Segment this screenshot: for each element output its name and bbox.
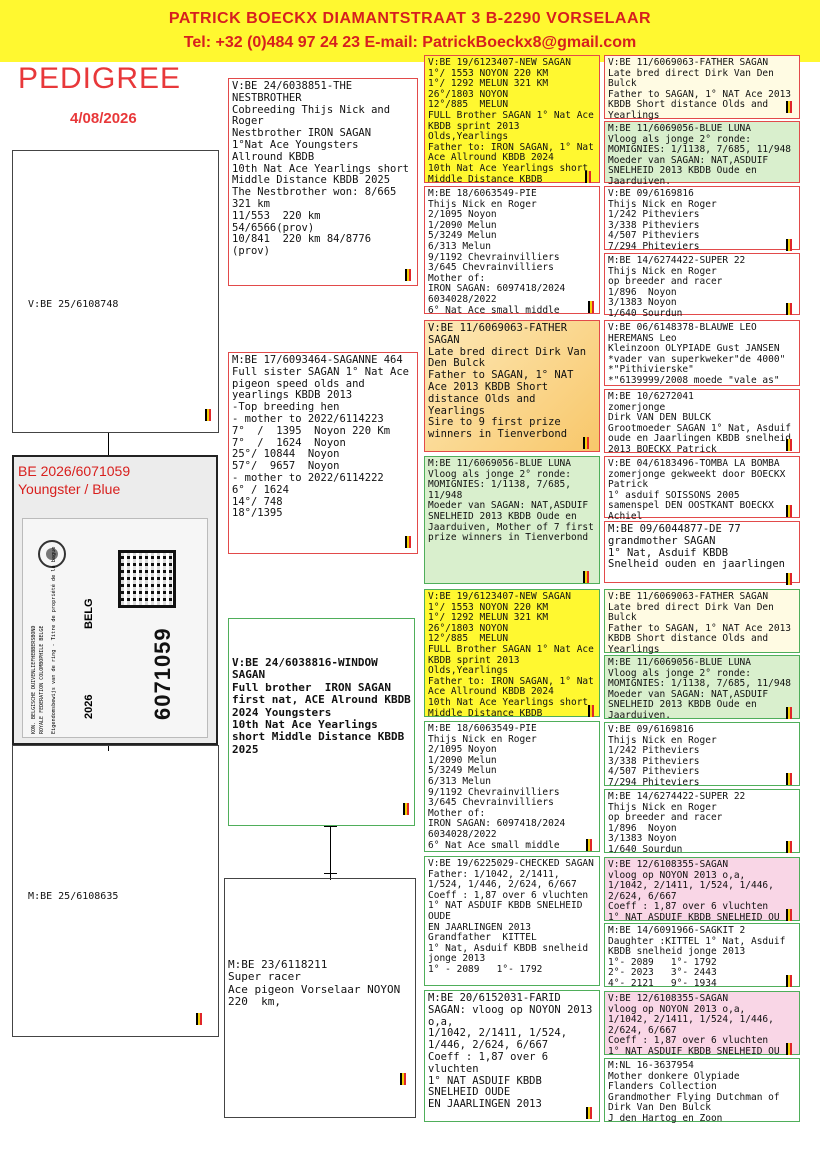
pedigree-box-4-16[interactable]: M:NL 16-3637954 Mother donkere Olypiade … — [604, 1058, 800, 1124]
breeder-contact: Tel: +32 (0)484 97 24 23 E-mail: Patrick… — [183, 34, 637, 51]
pedigree-box-4-7[interactable]: V:BE 04/6183496-TOMBA LA BOMBA zomerjong… — [604, 456, 800, 522]
pedigree-box-4-6[interactable]: M:BE 10/6272041 zomerjonge Dirk VAN DEN … — [604, 389, 800, 455]
pedigree-box-4-14[interactable]: M:BE 14/6091966-SAGKIT 2 Daughter :KITTE… — [604, 923, 800, 989]
pedigree-box-4-1[interactable]: V:BE 11/6069063-FATHER SAGAN Late bred d… — [604, 55, 800, 121]
belgian-flag-icon — [786, 704, 793, 719]
dam-box[interactable]: M:BE 25/6108635 — [12, 745, 219, 1037]
pedigree-box-4-13[interactable]: V:BE 12/6108355-SAGAN vloog op NOYON 201… — [604, 857, 800, 923]
belgian-flag-icon — [585, 168, 592, 183]
pedigree-box-3f[interactable]: M:BE 18/6063549-PIE Thijs Nick en Roger … — [424, 721, 600, 852]
pedigree-box-sd[interactable]: M:BE 17/6093464-SAGANNE 464 Full sister … — [228, 352, 418, 554]
pedigree-box-4-3[interactable]: V:BE 09/6169816 Thijs Nick en Roger 1/24… — [604, 186, 800, 252]
pedigree-box-ds[interactable]: V:BE 24/6038816-WINDOW SAGAN Full brothe… — [228, 618, 415, 826]
connector-line — [108, 432, 109, 456]
ring-year: 2026 — [83, 694, 95, 719]
belgian-flag-icon — [405, 266, 412, 281]
pedigree-box-4-10[interactable]: M:BE 11/6069056-BLUE LUNA Vloog als jong… — [604, 655, 800, 721]
dam-ring: M:BE 25/6108635 — [28, 890, 119, 902]
pedigree-box-4-8[interactable]: M:BE 09/6044877-DE 77 grandmother SAGAN … — [604, 521, 800, 583]
page-title: PEDIGREE — [18, 62, 182, 95]
breeder-address: PATRICK BOECKX DIAMANTSTRAAT 3 B-2290 VO… — [168, 10, 652, 27]
belgian-flag-icon — [403, 800, 410, 815]
belgian-flag-icon — [405, 533, 412, 548]
pedigree-box-4-2[interactable]: M:BE 11/6069056-BLUE LUNA Vloog als jong… — [604, 121, 800, 187]
belgian-flag-icon — [586, 836, 593, 851]
sire-box[interactable]: V:BE 25/6108748 — [12, 150, 219, 433]
sire-ring: V:BE 25/6108748 — [28, 298, 119, 310]
connector-line — [324, 873, 337, 874]
belgian-flag-icon — [786, 838, 793, 853]
pedigree-box-3b[interactable]: M:BE 18/6063549-PIE Thijs Nick en Roger … — [424, 186, 600, 315]
bird-ring-title: BE 2026/6071059 Youngster / Blue — [18, 462, 130, 498]
belgian-flag-icon — [400, 1070, 407, 1085]
pedigree-box-4-15[interactable]: V:BE 12/6108355-SAGAN vloog op NOYON 201… — [604, 991, 800, 1057]
belgian-flag-icon — [586, 1104, 593, 1119]
qr-code-icon — [118, 550, 176, 608]
pedigree-box-4-11[interactable]: V:BE 09/6169816 Thijs Nick en Roger 1/24… — [604, 722, 800, 788]
ring-federation-nl: KON. BELGISCHE DUIVENLIEFHEBBERSBOND — [31, 625, 37, 734]
pedigree-date: 4/08/2026 — [70, 110, 137, 127]
belgian-flag-icon — [583, 434, 590, 449]
pedigree-box-3e[interactable]: V:BE 19/6123407-NEW SAGAN 1°/ 1553 NOYON… — [424, 589, 600, 718]
bird-ring-number: BE 2026/6071059 — [18, 463, 131, 479]
ring-federation-fr: ROYALE FEDERATION COLOMBOPHILE BELGE — [39, 625, 45, 734]
kbdb-logo-icon — [38, 540, 66, 568]
ring-number-vertical: 6071059 — [150, 627, 175, 720]
pedigree-box-3c[interactable]: V:BE 11/6069063-FATHER SAGAN Late bred d… — [424, 320, 600, 452]
belgian-flag-icon — [786, 300, 793, 315]
pedigree-box-3g[interactable]: V:BE 19/6225029-CHECKED SAGAN Father: 1/… — [424, 856, 600, 986]
pedigree-box-3h[interactable]: M:BE 20/6152031-FARID SAGAN: vloog op NO… — [424, 990, 600, 1122]
belgian-flag-icon — [786, 570, 793, 585]
pedigree-box-ss[interactable]: V:BE 24/6038851-THE NESTBROTHER Cobreedi… — [228, 78, 418, 286]
pedigree-box-3a[interactable]: V:BE 19/6123407-NEW SAGAN 1°/ 1553 NOYON… — [424, 55, 600, 184]
pedigree-box-4-4[interactable]: M:BE 14/6274422-SUPER 22 Thijs Nick en R… — [604, 253, 800, 319]
header-banner: PATRICK BOECKX DIAMANTSTRAAT 3 B-2290 VO… — [0, 0, 820, 62]
ring-ownership-note: Eigendomsbewijs van de ring - Titre de p… — [51, 546, 57, 734]
connector-line — [108, 745, 109, 751]
belgian-flag-icon — [588, 702, 595, 717]
belgian-flag-icon — [583, 568, 590, 583]
belgian-flag-icon — [196, 1010, 203, 1025]
pedigree-box-4-5[interactable]: V:BE 06/6148378-BLAUWE LEO HEREMANS Leo … — [604, 320, 800, 386]
belgian-flag-icon — [786, 436, 793, 451]
pedigree-box-4-12[interactable]: M:BE 14/6274422-SUPER 22 Thijs Nick en R… — [604, 789, 800, 855]
belgian-flag-icon — [588, 298, 595, 313]
ring-country: BELG — [83, 598, 95, 629]
pedigree-box-dd[interactable]: M:BE 23/6118211 Super racer Ace pigeon V… — [224, 878, 416, 1118]
belgian-flag-icon — [786, 1040, 793, 1055]
connector-line — [324, 826, 337, 827]
belgian-flag-icon — [786, 236, 793, 251]
connector-line — [330, 825, 331, 880]
belgian-flag-icon — [205, 406, 212, 421]
belgian-flag-icon — [786, 98, 793, 113]
pedigree-box-3d[interactable]: M:BE 11/6069056-BLUE LUNA Vloog als jong… — [424, 456, 600, 584]
belgian-flag-icon — [786, 906, 793, 921]
belgian-flag-icon — [786, 502, 793, 517]
pedigree-box-4-9[interactable]: V:BE 11/6069063-FATHER SAGAN Late bred d… — [604, 589, 800, 655]
belgian-flag-icon — [786, 972, 793, 987]
bird-description: Youngster / Blue — [18, 481, 121, 497]
ring-certificate: BELG 2026 KON. BELGISCHE DUIVENLIEFHEBBE… — [22, 518, 208, 738]
belgian-flag-icon — [786, 770, 793, 785]
